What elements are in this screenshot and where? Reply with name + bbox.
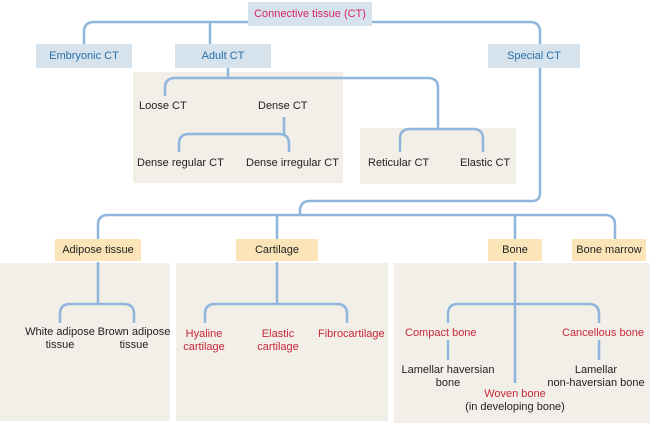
woven-bone-label: Woven bone (in developing bone) [460,388,570,414]
cartilage-box: Cartilage [236,239,318,261]
embryonic-ct-box: Embryonic CT [36,44,132,68]
connective-tissue-title: Connective tissue (CT) [248,2,372,26]
fiber-ct-panel [360,128,516,184]
bone-panel [394,263,650,423]
woven-bone-note: (in developing bone) [465,401,565,413]
adipose-panel [0,263,170,421]
adult-ct-panel [133,72,343,183]
cancellous-bone-label: Cancellous bone [562,327,644,339]
bone-marrow-box: Bone marrow [572,239,646,261]
adult-ct-box: Adult CT [175,44,271,68]
dense-ct-label: Dense CT [258,100,308,112]
cartilage-panel [176,263,388,421]
adipose-tissue-box: Adipose tissue [55,239,141,261]
fibrocartilage-label: Fibrocartilage [318,328,385,340]
reticular-ct-label: Reticular CT [368,157,430,169]
special-ct-box: Special CT [488,44,580,68]
bone-box: Bone [488,239,542,261]
compact-bone-label: Compact bone [405,327,477,339]
loose-ct-label: Loose CT [139,100,187,112]
elastic-ct-label: Elastic CT [460,157,511,169]
dense-irregular-ct-label: Dense irregular CT [246,157,339,169]
dense-regular-ct-label: Dense regular CT [137,157,224,169]
